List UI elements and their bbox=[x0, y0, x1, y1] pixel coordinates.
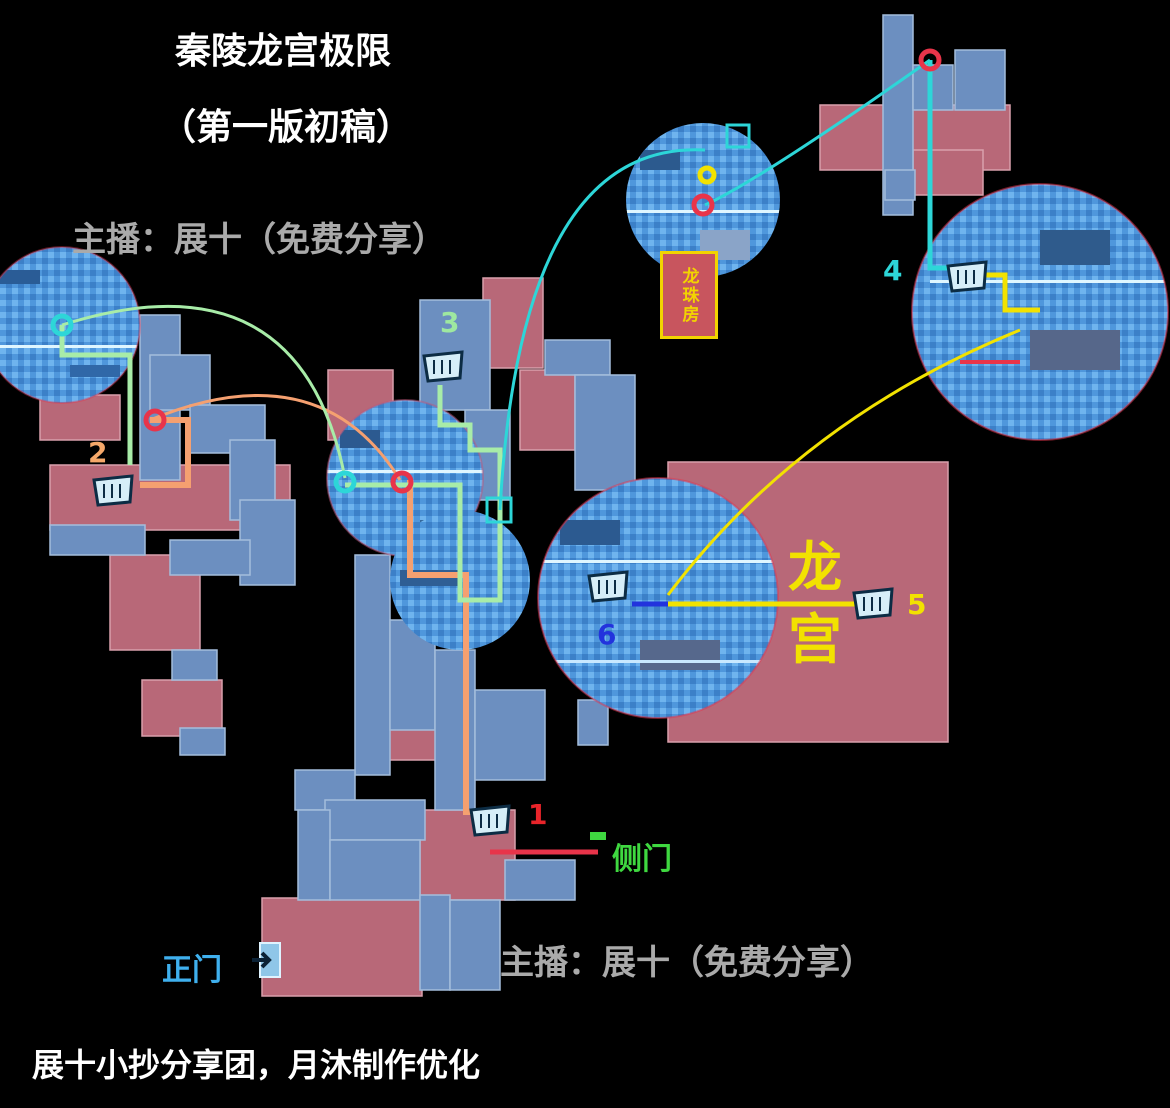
streamer-watermark-bottom: 主播：展十（免费分享） bbox=[500, 943, 874, 983]
route-green bbox=[345, 385, 503, 603]
route-yellow-arc bbox=[666, 328, 1021, 596]
side-entrance-label: 侧门 bbox=[612, 842, 672, 877]
chest-icon[interactable] bbox=[850, 585, 896, 621]
chest-icon[interactable] bbox=[585, 568, 631, 604]
route-yellow bbox=[985, 272, 1040, 313]
route-orange-2 bbox=[140, 417, 191, 488]
chest-icon[interactable] bbox=[420, 348, 466, 384]
credit-text: 展十小抄分享团，月沐制作优化 bbox=[32, 1046, 481, 1084]
route-green-2 bbox=[59, 325, 133, 465]
main-entrance-label: 正门 bbox=[162, 953, 222, 988]
marker-4: 4 bbox=[883, 254, 903, 287]
marker-5: 5 bbox=[907, 588, 927, 621]
route-green-arc bbox=[61, 304, 347, 479]
exit-door-icon[interactable] bbox=[250, 940, 284, 980]
marker-3: 3 bbox=[440, 306, 460, 339]
marker-6: 6 bbox=[597, 618, 617, 651]
cyan-square-1 bbox=[485, 496, 513, 524]
map-title-line2: （第一版初稿） bbox=[160, 107, 413, 148]
dragon-palace-char2: 宫 bbox=[788, 608, 842, 671]
zoom-circle-dragon-palace bbox=[538, 478, 778, 718]
zoom-circle-room4 bbox=[912, 184, 1168, 440]
chest-icon[interactable] bbox=[944, 258, 990, 294]
dragon-pearl-room: 龙珠房 bbox=[660, 251, 718, 339]
route-cyan bbox=[498, 148, 706, 511]
waypoint-circle-icon bbox=[50, 48, 942, 494]
map-title-line1: 秦陵龙宫极限 bbox=[175, 31, 392, 72]
dragon-palace-char1: 龙 bbox=[788, 536, 842, 599]
marker-2: 2 bbox=[88, 436, 108, 469]
dragon-pearl-room-label: 龙珠房 bbox=[678, 266, 699, 324]
chest-icon[interactable] bbox=[90, 472, 136, 508]
side-door-marker bbox=[590, 832, 606, 840]
route-cyan-2 bbox=[704, 58, 931, 207]
streamer-watermark-top: 主播：展十（免费分享） bbox=[72, 220, 446, 260]
chest-icon[interactable] bbox=[467, 802, 513, 838]
route-orange-arc bbox=[149, 394, 402, 481]
cyan-square-2 bbox=[725, 123, 751, 149]
marker-1: 1 bbox=[528, 798, 548, 831]
